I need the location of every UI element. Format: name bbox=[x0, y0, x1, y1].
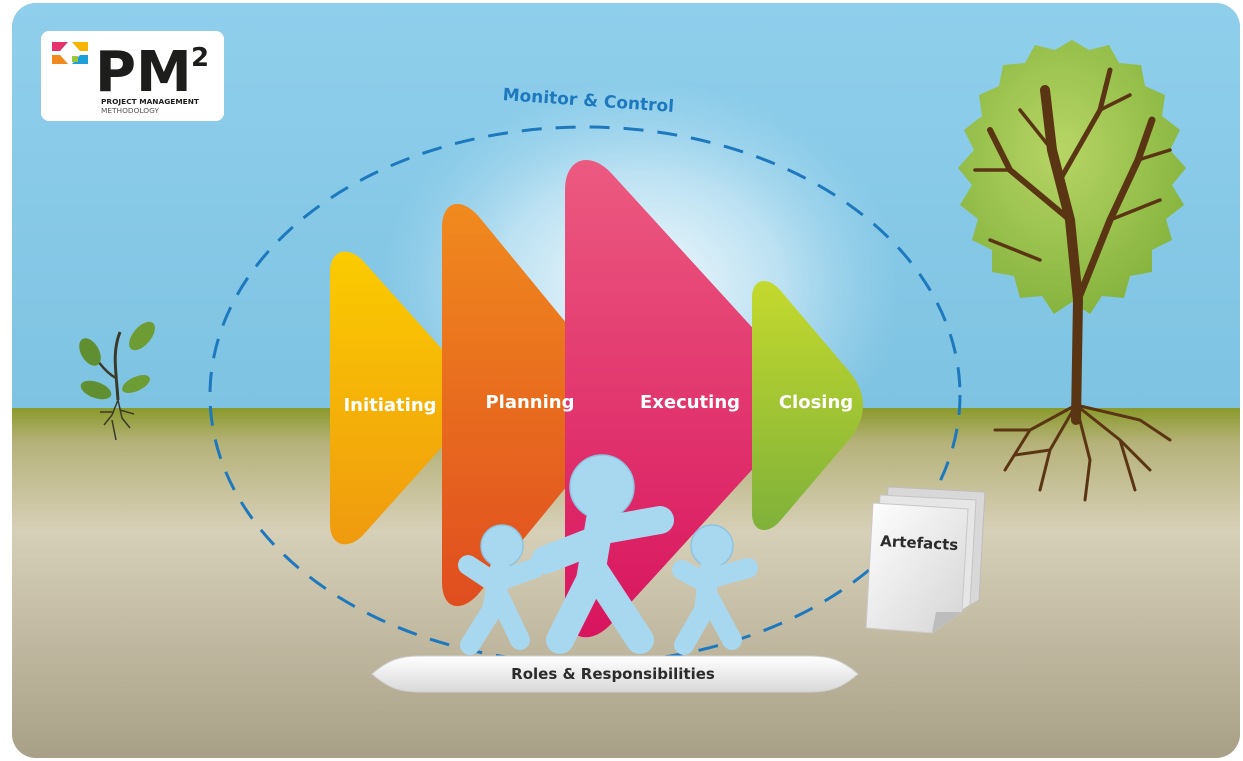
phase-initiating-label: Initiating bbox=[343, 395, 436, 416]
seedling-icon bbox=[79, 321, 155, 441]
phase-closing bbox=[752, 280, 863, 531]
monitor-control-cycle bbox=[208, 125, 962, 665]
roles-label: Roles & Responsibilities bbox=[511, 665, 715, 683]
phase-executing-label: Executing bbox=[640, 392, 740, 413]
logo: PM 2 PROJECT MANAGEMENT METHODOLOGY bbox=[41, 31, 224, 121]
logo-superscript: 2 bbox=[191, 43, 209, 73]
phase-initiating bbox=[330, 251, 468, 545]
artefacts-icon bbox=[865, 486, 986, 634]
team-figures bbox=[458, 454, 758, 655]
phase-closing-label: Closing bbox=[779, 392, 853, 413]
phase-planning-label: Planning bbox=[485, 392, 574, 413]
roles-platform bbox=[371, 655, 859, 693]
person-center-body bbox=[531, 506, 674, 654]
tree-icon bbox=[958, 40, 1186, 502]
person-right-body bbox=[672, 558, 758, 655]
phase-planning bbox=[442, 203, 610, 607]
logo-mark-icon bbox=[52, 42, 88, 64]
logo-card bbox=[41, 31, 224, 121]
artefacts-label: Artefacts bbox=[880, 532, 959, 554]
logo-line1: PROJECT MANAGEMENT bbox=[101, 97, 199, 106]
logo-line2: METHODOLOGY bbox=[101, 106, 159, 115]
person-left-body bbox=[458, 555, 545, 655]
logo-name: PM bbox=[95, 40, 192, 105]
